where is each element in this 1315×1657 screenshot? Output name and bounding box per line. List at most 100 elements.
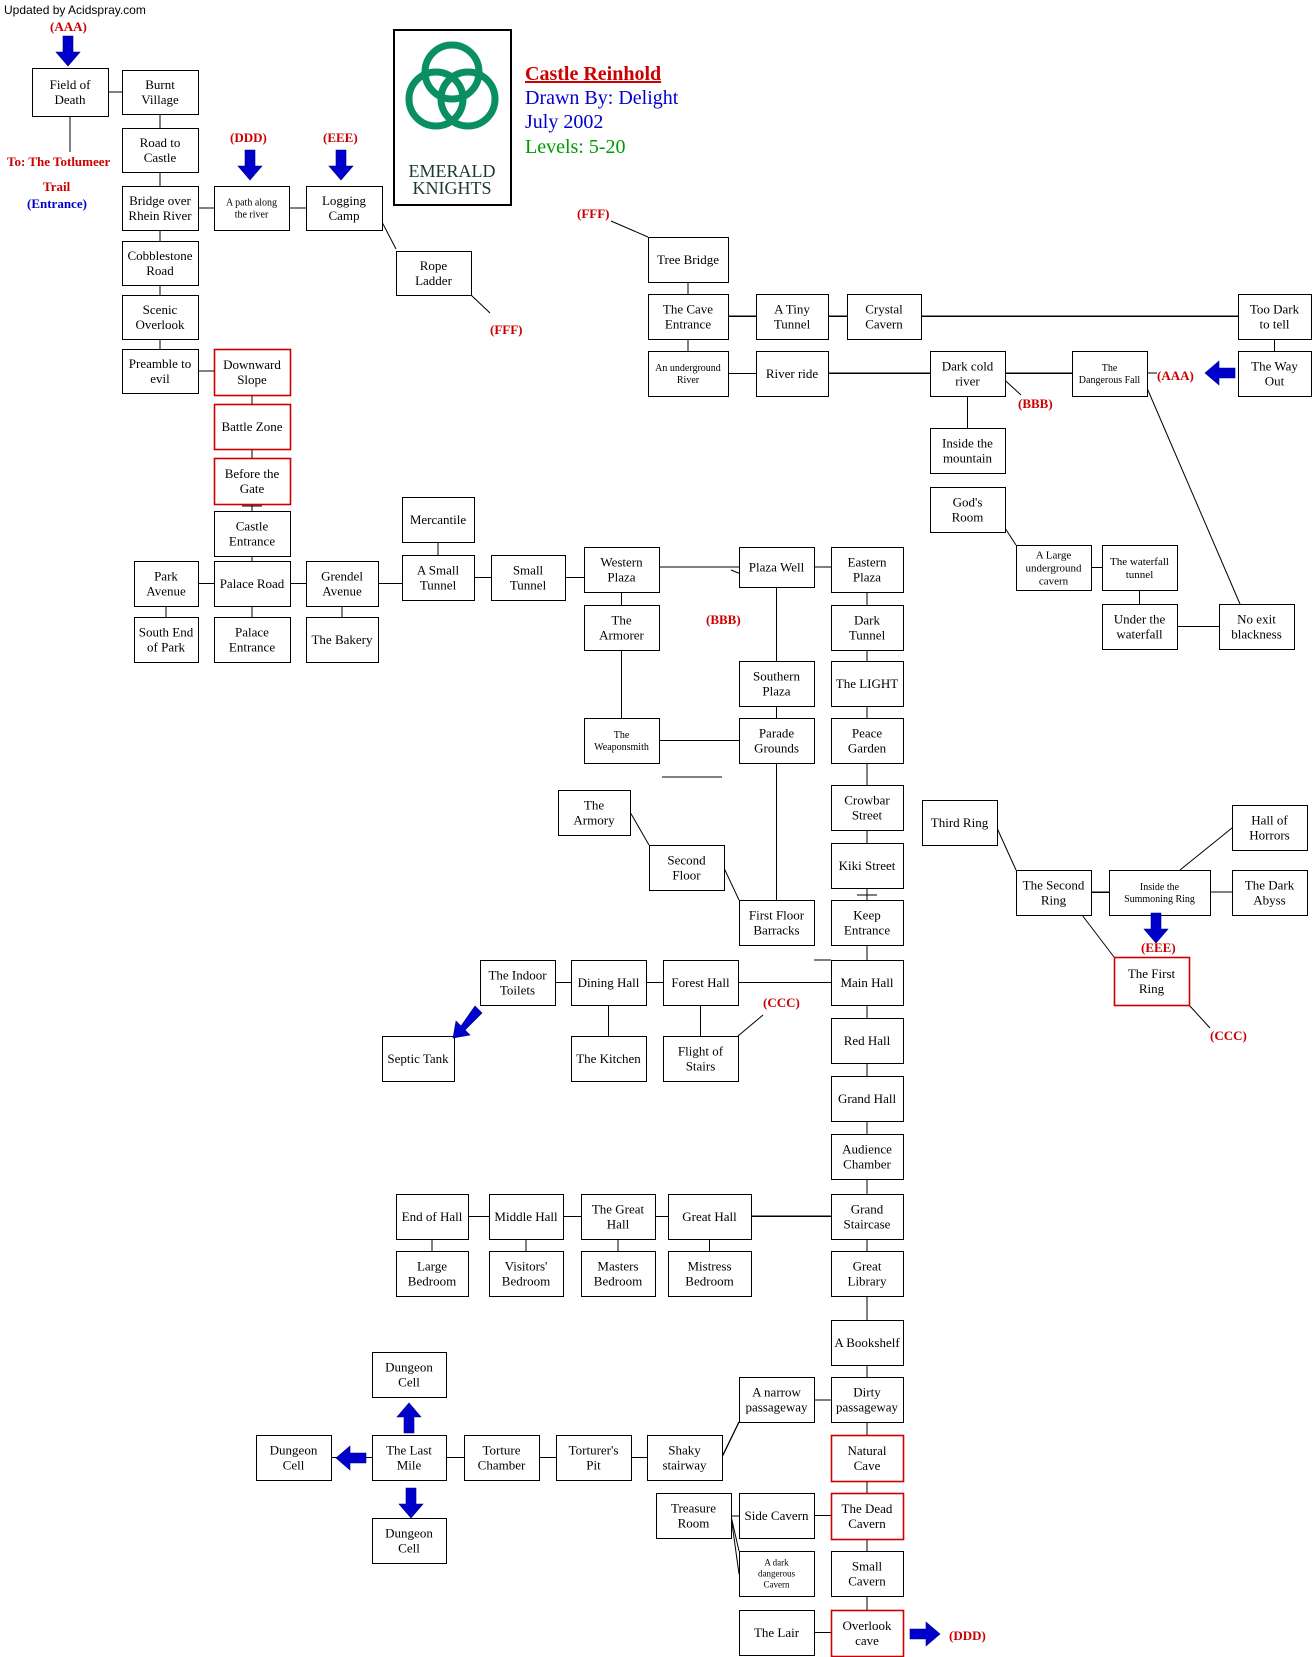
room-mercantile[interactable]: Mercantile xyxy=(402,497,475,543)
room-septic-tank[interactable]: Septic Tank xyxy=(382,1036,455,1082)
room-great-hall[interactable]: Great Hall xyxy=(668,1194,752,1240)
room-river-ride[interactable]: River ride xyxy=(756,351,829,397)
room-third-ring[interactable]: Third Ring xyxy=(922,800,998,846)
room-forest-hall[interactable]: Forest Hall xyxy=(663,960,739,1006)
room-palace-road[interactable]: Palace Road xyxy=(214,561,291,607)
room-red-hall[interactable]: Red Hall xyxy=(831,1018,904,1064)
marker-eee-top: (EEE) xyxy=(323,130,358,145)
room-main-hall[interactable]: Main Hall xyxy=(831,960,904,1006)
room-a-bookshelf[interactable]: A Bookshelf xyxy=(831,1320,904,1366)
room-visitors-bedroom[interactable]: Visitors'Bedroom xyxy=(489,1251,564,1297)
room-end-of-hall[interactable]: End of Hall xyxy=(396,1194,469,1240)
room-the-kitchen[interactable]: The Kitchen xyxy=(571,1036,647,1082)
room-grand-hall[interactable]: Grand Hall xyxy=(831,1076,904,1122)
room-the-light[interactable]: The LIGHT xyxy=(831,661,904,707)
room-the-lair[interactable]: The Lair xyxy=(739,1610,815,1656)
room-side-cavern[interactable]: Side Cavern xyxy=(739,1493,815,1539)
room-the-bakery[interactable]: The Bakery xyxy=(306,617,379,663)
room-tree-bridge[interactable]: Tree Bridge xyxy=(648,237,729,283)
room-plaza-well[interactable]: Plaza Well xyxy=(739,547,815,588)
room-middle-hall[interactable]: Middle Hall xyxy=(489,1194,564,1240)
room-dining-hall[interactable]: Dining Hall xyxy=(571,960,647,1006)
room-kiki-street[interactable]: Kiki Street xyxy=(831,843,904,889)
room-battle-zone[interactable]: Battle Zone xyxy=(213,403,292,451)
